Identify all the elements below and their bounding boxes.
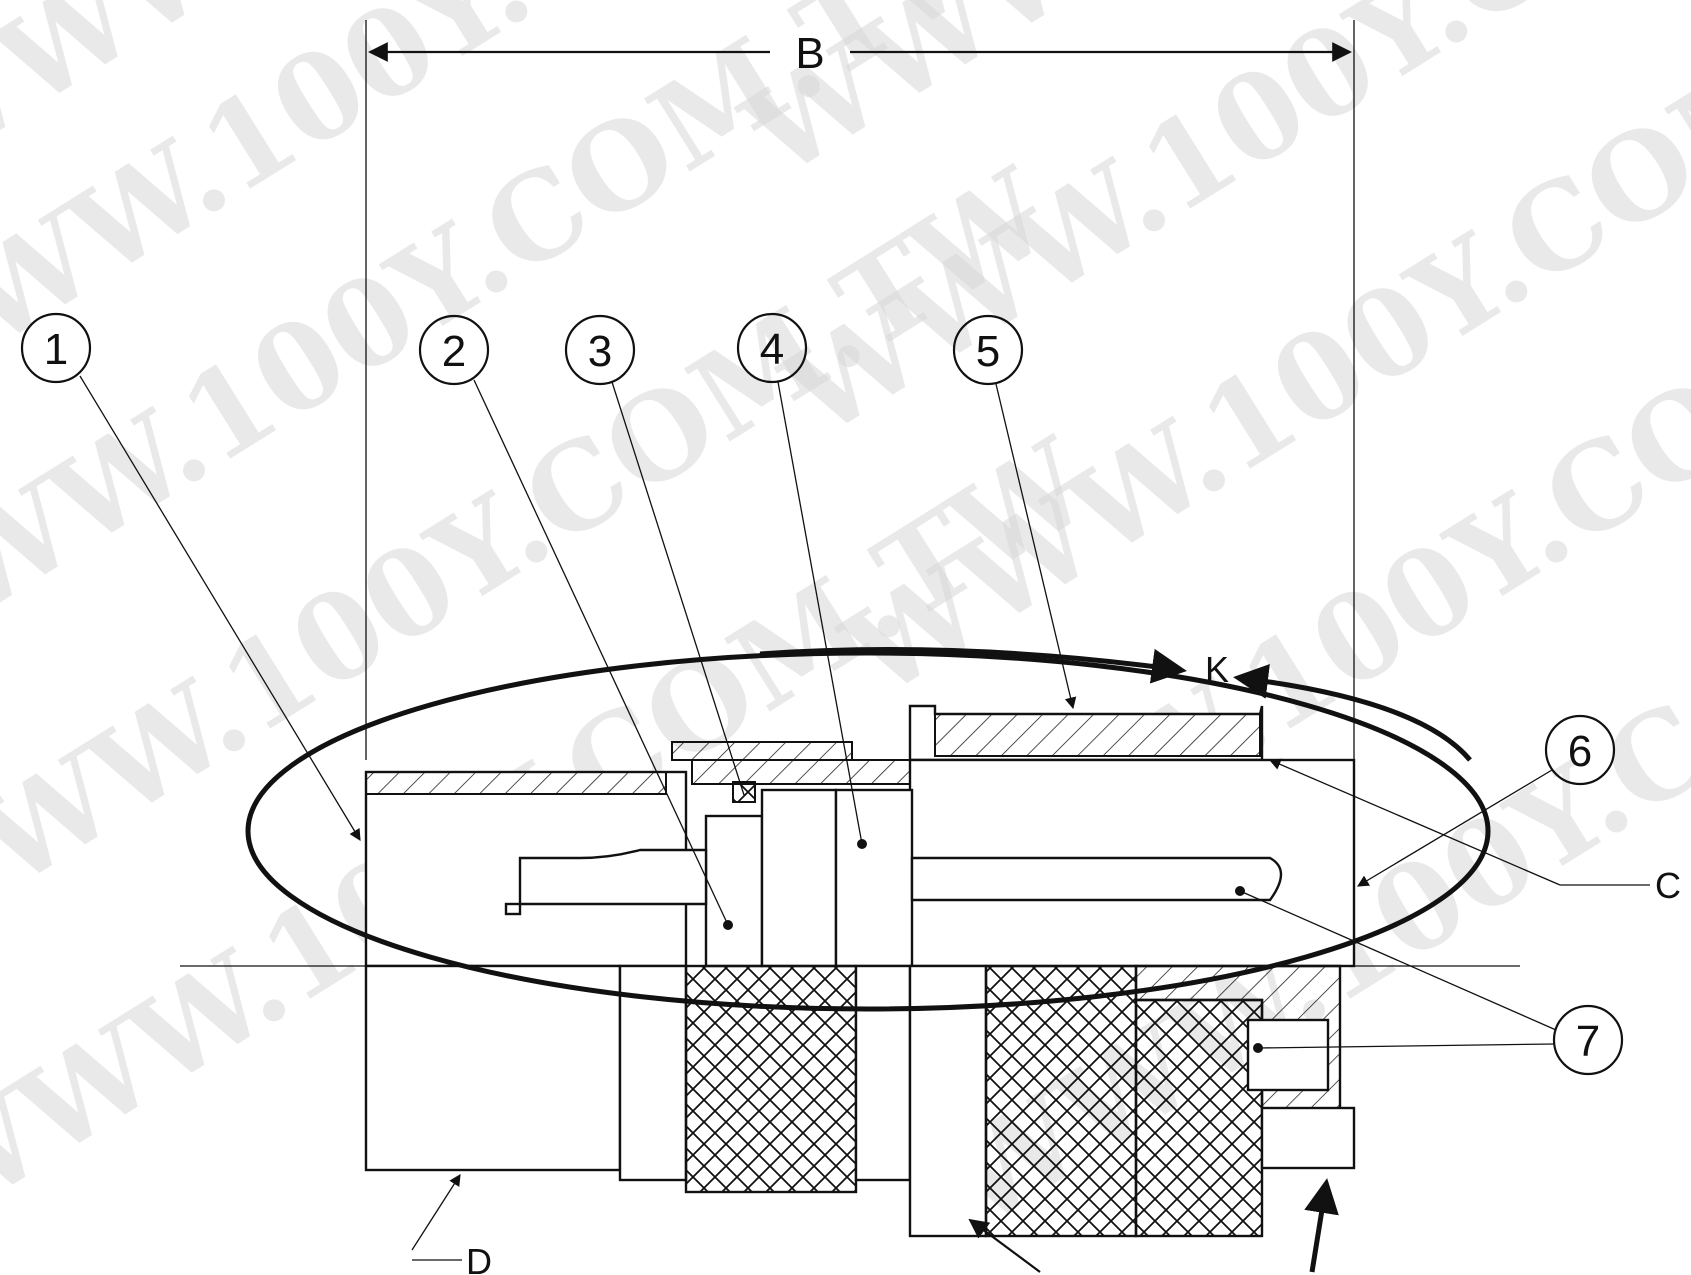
- callout-1: 1: [20, 312, 361, 842]
- callout-label: 7: [1576, 1017, 1600, 1066]
- callout-2: 2: [418, 314, 733, 930]
- callout-6: 6: [1356, 714, 1616, 887]
- leader-d: D: [411, 1174, 492, 1275]
- dimension-label: B: [795, 29, 824, 78]
- callout-4: 4: [736, 312, 867, 849]
- callout-label: 4: [760, 325, 784, 374]
- dimension-b: B: [365, 20, 1355, 780]
- callout-label: 6: [1568, 727, 1592, 776]
- callout-label: 3: [588, 327, 612, 376]
- detail-arrow-right: [1233, 664, 1472, 762]
- callout-5: 5: [952, 314, 1077, 710]
- lower-section: [364, 964, 1356, 1238]
- detail-letter-k: K: [1205, 649, 1229, 690]
- detail-ellipse-k: [245, 650, 1491, 1012]
- callout-7: 7: [1235, 886, 1624, 1076]
- detail-arrow-left: [759, 647, 1187, 684]
- upper-section: [364, 704, 1356, 968]
- leader-bottom-center: [968, 1218, 1041, 1273]
- letter-d: D: [466, 1241, 492, 1275]
- leader-c: C: [1268, 758, 1681, 906]
- callout-label: 1: [44, 325, 68, 374]
- letter-c: C: [1655, 865, 1681, 906]
- callout-label: 2: [442, 327, 466, 376]
- callout-3: 3: [564, 314, 745, 796]
- leader-bottom-right: [1304, 1178, 1339, 1273]
- callout-label: 5: [976, 327, 1000, 376]
